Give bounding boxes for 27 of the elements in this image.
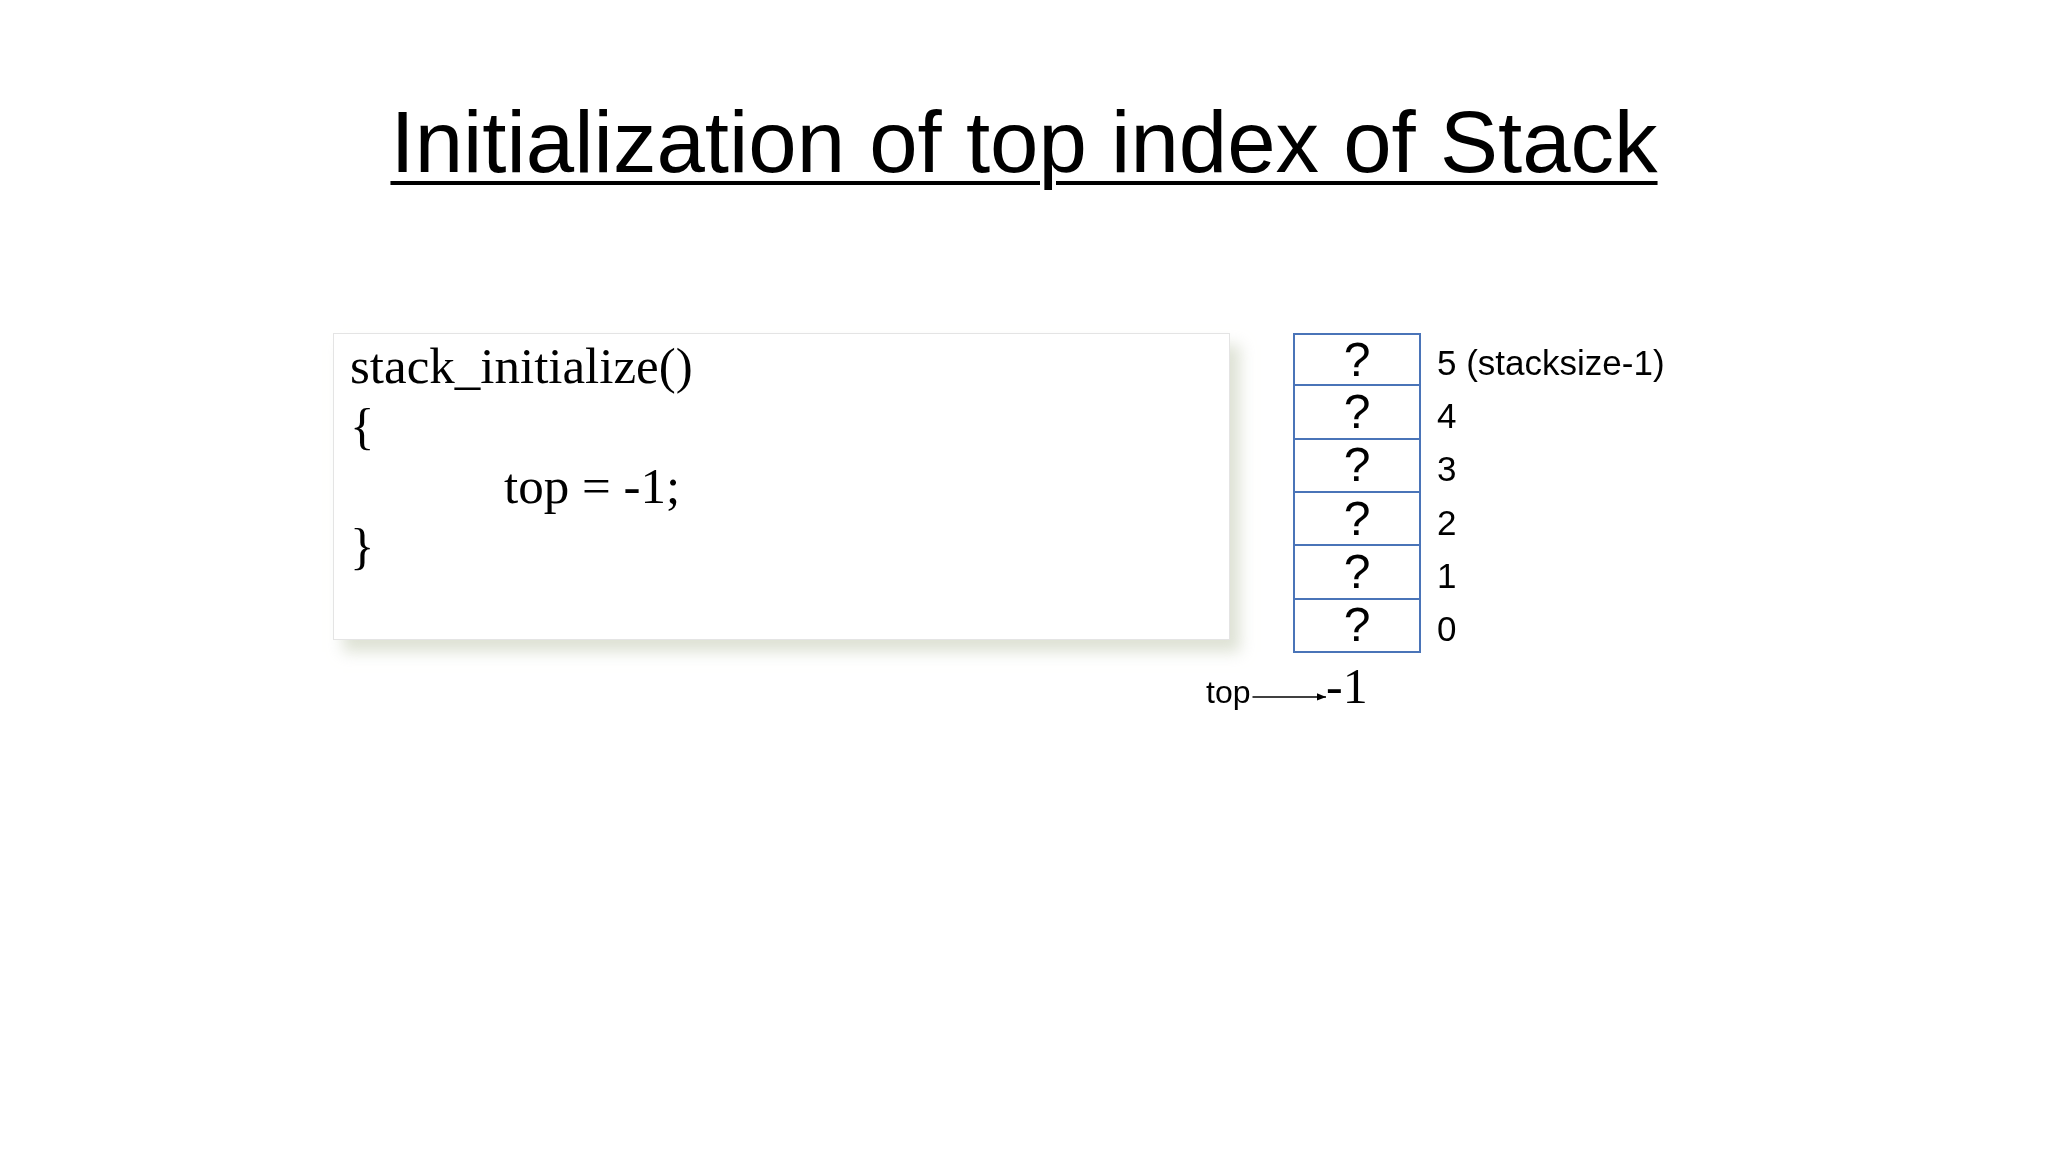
- slot-value: ?: [1343, 600, 1371, 651]
- index-label: 5 (stacksize-1): [1437, 342, 1665, 383]
- stack-slot: [1293, 386, 1421, 440]
- arrow: [1251, 693, 1327, 701]
- slot-value: ?: [1343, 493, 1371, 544]
- top-value: -1: [1326, 658, 1368, 715]
- code-panel: [333, 333, 1230, 640]
- slide-title: Initialization of top index of Stack: [390, 92, 1658, 192]
- stack-slot: [1293, 333, 1421, 387]
- index-label: 4: [1437, 396, 1457, 436]
- code-line: stack_initialize(): [350, 337, 693, 396]
- stack-slot: [1293, 546, 1421, 600]
- stack-slot: [1293, 493, 1421, 547]
- index-label: 0: [1437, 609, 1457, 650]
- index-label: 1: [1437, 556, 1457, 596]
- slot-value: ?: [1343, 546, 1371, 597]
- index-label: 3: [1437, 449, 1457, 490]
- slot-value: ?: [1343, 334, 1371, 385]
- slot-value: ?: [1343, 440, 1371, 491]
- slot-value: ?: [1343, 387, 1371, 437]
- pointer-label: top: [1206, 674, 1251, 711]
- code-line: }: [350, 517, 375, 576]
- stack-slot: [1293, 599, 1421, 653]
- code-line: top = -1;: [504, 457, 681, 516]
- code-line: {: [350, 397, 375, 456]
- index-label: 2: [1437, 502, 1457, 543]
- stack-slot: [1293, 439, 1421, 493]
